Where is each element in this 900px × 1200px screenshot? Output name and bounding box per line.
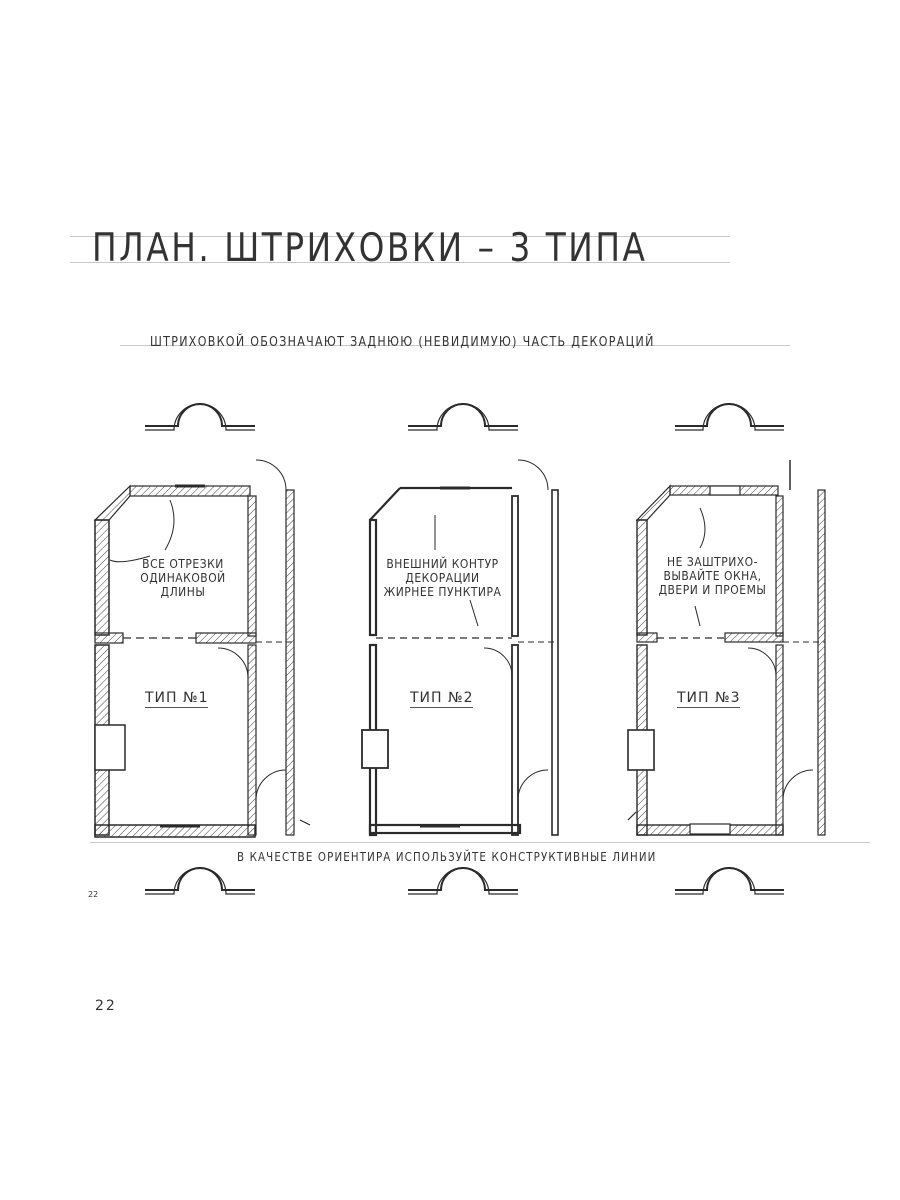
plan-1-caption-line: ДЛИНЫ xyxy=(160,584,206,599)
plan-3-caption-line: НЕ ЗАШТРИХО- xyxy=(666,554,759,569)
plan-2-caption-line: ВНЕШНИЙ КОНТУР xyxy=(386,556,499,571)
plan-2-caption-line: ДЕКОРАЦИИ xyxy=(405,570,480,585)
bottom-note: В КАЧЕСТВЕ ОРИЕНТИРА ИСПОЛЬЗУЙТЕ КОНСТРУ… xyxy=(237,849,657,864)
floor-plan-2 xyxy=(361,459,559,837)
subtitle-guide-line xyxy=(120,345,790,346)
plan-3-type-label: ТИП №3 xyxy=(677,690,741,708)
title-guide-line xyxy=(70,262,730,263)
alcove-symbol-bottom-2 xyxy=(408,867,518,895)
alcove-symbol-top-2 xyxy=(408,403,518,431)
plan-1-type-label: ТИП №1 xyxy=(145,690,209,708)
page-subtitle: ШТРИХОВКОЙ ОБОЗНАЧАЮТ ЗАДНЮЮ (НЕВИДИМУЮ)… xyxy=(150,334,655,350)
plan-1-caption-line: ВСЕ ОТРЕЗКИ xyxy=(142,556,224,571)
bottom-guide-line xyxy=(90,842,870,843)
plan-2-caption-line: ЖИРНЕЕ ПУНКТИРА xyxy=(383,584,502,599)
alcove-symbol-top-3 xyxy=(675,403,784,431)
alcove-symbol-top-1 xyxy=(145,403,255,431)
plan-2-caption: ВНЕШНИЙ КОНТУР ДЕКОРАЦИИ ЖИРНЕЕ ПУНКТИРА xyxy=(380,557,505,599)
plan-2-type-label: ТИП №2 xyxy=(410,690,474,708)
plan-3-caption: НЕ ЗАШТРИХО- ВЫВАЙТЕ ОКНА, ДВЕРИ И ПРОЕМ… xyxy=(650,555,775,597)
floor-plan-1 xyxy=(93,459,311,838)
plan-1-caption-line: ОДИНАКОВОЙ xyxy=(140,570,226,585)
plan-1-caption: ВСЕ ОТРЕЗКИ ОДИНАКОВОЙ ДЛИНЫ xyxy=(127,557,239,599)
small-page-number: 22 xyxy=(88,890,99,899)
page-number: 22 xyxy=(95,998,117,1014)
plan-3-caption-line: ВЫВАЙТЕ ОКНА, xyxy=(663,568,762,583)
alcove-symbol-bottom-3 xyxy=(675,867,784,895)
floor-plan-3 xyxy=(627,460,826,836)
title-guide-line xyxy=(70,236,730,237)
page-title: ПЛАН. ШТРИХОВКИ – 3 ТИПА xyxy=(92,226,648,271)
alcove-symbol-bottom-1 xyxy=(145,867,255,895)
plan-3-caption-line: ДВЕРИ И ПРОЕМЫ xyxy=(658,582,767,597)
